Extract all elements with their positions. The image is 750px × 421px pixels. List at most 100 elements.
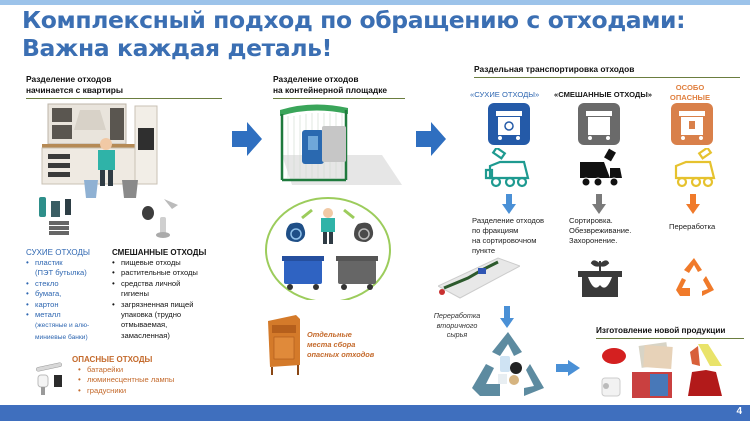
result-line: Захоронение. — [569, 236, 618, 245]
flow-arrow-right-icon — [416, 122, 446, 156]
arrow-down-icon — [686, 194, 700, 214]
dry-stream-result: Разделение отходов по фракциям на сортир… — [472, 216, 567, 256]
home-sorting-buckets — [84, 180, 138, 198]
mixed-waste-bin-icon — [578, 103, 620, 145]
apartment-heading-line-2: начинается с квартиры — [26, 85, 124, 95]
arrow-down-icon — [502, 194, 516, 214]
item-cont: замасленная) — [121, 330, 170, 340]
list-item: металл (жестяные и алю-миниевые банки) — [26, 310, 106, 343]
hazardous-waste-bin-icon — [671, 103, 713, 145]
footer-bar: 4 — [0, 405, 750, 421]
arrow-down-icon — [500, 306, 514, 328]
label-line: ОСОБО ОПАСНЫЕ — [669, 83, 711, 102]
list-item: бумага, — [26, 289, 106, 300]
stream-label-mixed: «СМЕШАННЫЕ ОТХОДЫ» — [554, 90, 652, 99]
item-label: стекло — [35, 278, 59, 288]
container-site-heading-line-1: Разделение отходов — [273, 74, 359, 84]
list-item: пластик(ПЭТ бутылка) — [26, 258, 106, 279]
dry-waste-list: пластик(ПЭТ бутылка) стекло бумага, карт… — [26, 258, 106, 343]
hazardous-collection-cabinet — [268, 315, 300, 375]
caption-line: сырья — [446, 330, 468, 339]
recycle-icon — [676, 258, 714, 296]
recycling-caption: Переработка вторичного сырья — [432, 311, 482, 340]
recycling-symbol-with-materials — [472, 332, 544, 396]
new-products-images — [601, 342, 722, 398]
apartment-heading-line-1: Разделение отходов — [26, 74, 112, 84]
item-label: загрязненная пищей — [121, 299, 194, 309]
hazardous-waste-truck-icon — [674, 148, 716, 188]
list-item: картон — [26, 299, 106, 311]
transport-heading: Раздельная транспортировка отходов — [474, 64, 740, 78]
item-cont: гигиены — [121, 289, 149, 299]
slide-toy-icon — [698, 344, 722, 366]
caption-line: места сбора — [307, 340, 356, 349]
kitchen-illustration — [41, 103, 158, 186]
item-sub: (жестяные и алю- — [35, 322, 90, 330]
mixed-waste-section: СМЕШАННЫЕ ОТХОДЫ пищевые отходы растител… — [112, 247, 222, 341]
caption-line: опасных отходов — [307, 350, 375, 359]
dry-waste-truck-icon — [484, 148, 530, 188]
item-label: бумага, — [35, 289, 62, 299]
item-label: пластик — [35, 258, 63, 267]
dry-waste-section: СУХИЕ ОТХОДЫ пластик(ПЭТ бутылка) стекло… — [26, 247, 106, 343]
landfill-icon — [578, 260, 622, 297]
mixed-waste-title: СМЕШАННЫЕ ОТХОДЫ — [112, 248, 207, 257]
result-line: пункте — [472, 246, 496, 255]
mixed-waste-list: пищевые отходы растительные отходы средс… — [112, 258, 222, 341]
container-site-heading: Разделение отходов на контейнерной площа… — [273, 74, 405, 99]
item-cont: отмываемая, — [121, 320, 168, 330]
list-item: градусники — [78, 386, 232, 397]
apartment-heading: Разделение отходов начинается с квартиры — [26, 74, 222, 99]
item-label: пищевые отходы — [121, 258, 181, 267]
mixed-waste-truck-icon — [580, 148, 622, 187]
list-item: батарейки — [78, 365, 232, 376]
item-label: картон — [35, 299, 59, 309]
slide-title: Комплексный подход по обращению с отхода… — [22, 6, 686, 62]
page-number: 4 — [736, 406, 742, 417]
item-cont: упаковка (трудно — [121, 310, 182, 320]
caption-line: вторичного — [436, 320, 478, 330]
hazardous-collection-caption: Отдельные места сбора опасных отходов — [307, 330, 417, 360]
result-line: на сортировочном — [472, 236, 537, 245]
dry-waste-bin-icon — [488, 103, 530, 145]
item-sub: миниевые банки) — [35, 333, 88, 341]
bowl-icon — [602, 348, 626, 364]
result-line: Сортировка. — [569, 216, 613, 225]
result-line: Обезвреживание. — [569, 226, 632, 235]
sorting-conveyor-illustration — [438, 257, 520, 299]
result-line: по фракциям — [472, 226, 519, 235]
hazardous-waste-title: ОПАСНЫЕ ОТХОДЫ — [72, 355, 153, 364]
caption-line: Переработка — [433, 311, 481, 320]
flow-arrow-right-icon — [232, 122, 262, 156]
jacket-icon — [688, 370, 722, 396]
stream-label-dry: «СУХИЕ ОТХОДЫ» — [470, 90, 540, 99]
mixed-stream-result: Сортировка. Обезвреживание. Захоронение. — [569, 216, 659, 246]
title-line-1: Комплексный подход по обращению с отхода… — [22, 6, 686, 34]
arrow-down-icon — [592, 194, 606, 214]
item-label: растительные отходы — [121, 268, 198, 278]
list-item: стекло — [26, 278, 106, 290]
new-products-heading: Изготовление новой продукции — [596, 325, 744, 339]
hazardous-items-icon — [35, 362, 63, 395]
item-label: металл — [35, 310, 61, 320]
toilet-paper-icon — [601, 377, 621, 397]
list-item: пищевые отходы — [112, 258, 222, 269]
item-sub: (ПЭТ бутылка) — [35, 268, 87, 278]
hazardous-waste-list: батарейки люминесцентные лампы градусник… — [78, 365, 232, 397]
dry-waste-title: СУХИЕ ОТХОДЫ — [26, 248, 90, 257]
list-item: растительные отходы — [112, 268, 222, 279]
dry-waste-items-icon — [39, 197, 71, 235]
caption-line: Отдельные — [307, 330, 352, 339]
list-item: люминесцентные лампы — [78, 375, 232, 386]
hazardous-waste-section: ОПАСНЫЕ ОТХОДЫ батарейки люминесцентные … — [72, 354, 232, 397]
household-sorting-circle — [265, 197, 391, 300]
result-line: Разделение отходов — [472, 216, 545, 225]
flow-arrow-right-icon — [556, 360, 580, 376]
container-site-heading-line-2: на контейнерной площадке — [273, 85, 388, 95]
title-line-2: Важна каждая деталь! — [22, 34, 332, 62]
top-accent-bar — [0, 0, 750, 5]
container-shelter-illustration — [280, 104, 402, 185]
